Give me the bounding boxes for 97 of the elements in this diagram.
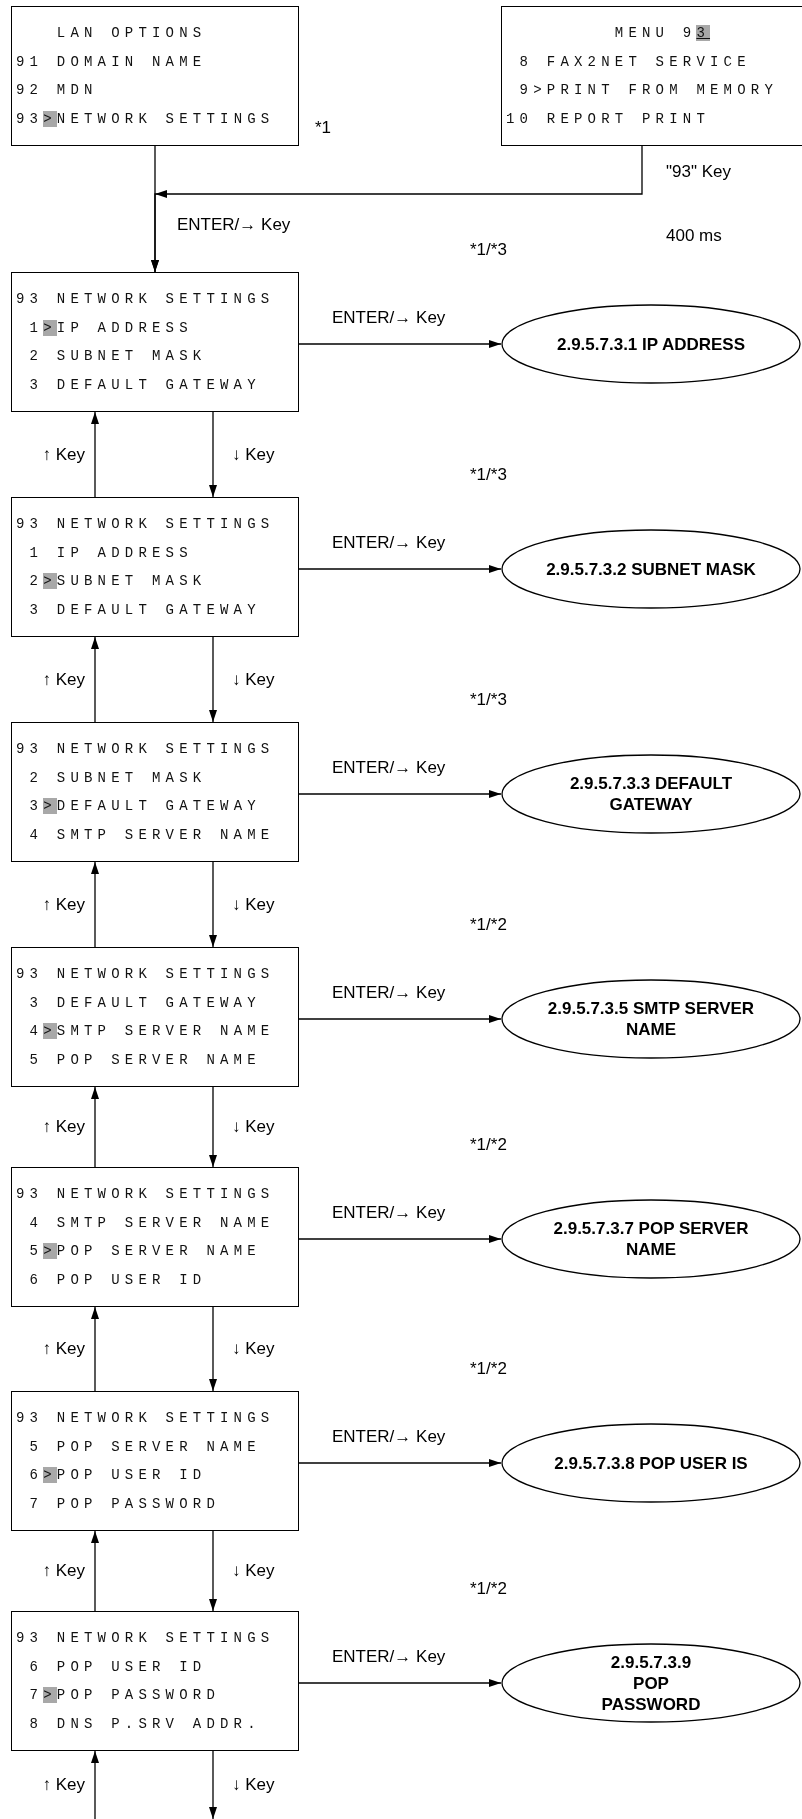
lcd-screen-box: [11, 497, 299, 637]
arrow: [209, 1306, 217, 1392]
menu-line: LAN OPTIONS: [56, 24, 207, 43]
edge-label: ENTER/→ Key: [332, 983, 446, 1003]
arrow: [298, 340, 502, 348]
arrow: [298, 1459, 502, 1467]
menu-line: 93 NETWORK SETTINGS: [16, 1185, 275, 1204]
section-ellipse: [501, 304, 801, 384]
menu-line: 5 POP SERVER NAME: [29, 1050, 261, 1070]
section-title: 2.9.5.7.3.2 SUBNET MASK: [545, 558, 757, 580]
edge-label: ENTER/→ Key: [332, 1427, 446, 1447]
arrow: [209, 1086, 217, 1168]
arrow: [91, 1306, 99, 1392]
section-title: 2.9.5.7.3.5 SMTP SERVER NAME: [546, 998, 756, 1040]
menu-line: 10 REPORT PRINT: [506, 109, 711, 129]
menu-line: 6>POP USER ID: [29, 1466, 207, 1485]
menu-line: 2>SUBNET MASK: [29, 572, 207, 591]
menu-line: 5 POP SERVER NAME: [29, 1437, 261, 1457]
menu-line: 93 NETWORK SETTINGS: [16, 515, 275, 534]
arrow: [151, 145, 643, 273]
menu-line: 8 FAX2NET SERVICE: [519, 52, 751, 72]
lcd-screen-box: [11, 272, 299, 412]
arrow: [209, 636, 217, 723]
arrow: [209, 1750, 217, 1819]
edge-label: ENTER/→ Key: [332, 308, 446, 328]
arrow: [298, 1235, 502, 1243]
menu-line: 2 SUBNET MASK: [29, 768, 207, 788]
arrow: [209, 1530, 217, 1612]
menu-line: 93 NETWORK SETTINGS: [16, 1629, 275, 1648]
edge-label: "93" Key: [666, 162, 731, 182]
edge-label: ↑ Key: [42, 1561, 85, 1581]
arrow: [91, 861, 99, 948]
section-title: 2.9.5.7.3.9 POP PASSWORD: [600, 1651, 702, 1715]
menu-line: 9>PRINT FROM MEMORY: [519, 81, 779, 100]
menu-line: 3 DEFAULT GATEWAY: [29, 600, 261, 620]
menu-line: 93 NETWORK SETTINGS: [16, 965, 275, 984]
edge-label: ↑ Key: [42, 1339, 85, 1359]
edge-label: ↓ Key: [232, 1775, 275, 1795]
edge-label: ↓ Key: [232, 1117, 275, 1137]
arrow: [298, 1015, 502, 1023]
lcd-screen-box: [11, 1391, 299, 1531]
edge-label: ENTER/→ Key: [332, 758, 446, 778]
menu-line: 4>SMTP SERVER NAME: [29, 1022, 275, 1041]
edge-label: ENTER/→ Key: [332, 533, 446, 553]
arrow: [91, 1750, 99, 1819]
section-ellipse: [501, 1199, 801, 1279]
edge-label: ↓ Key: [232, 1561, 275, 1581]
menu-line: 2 SUBNET MASK: [29, 347, 207, 366]
menu-line: 3 DEFAULT GATEWAY: [29, 993, 261, 1013]
edge-label: ENTER/→ Key: [177, 215, 291, 235]
menu-line: 91 DOMAIN NAME: [16, 52, 207, 72]
menu-line: 93 NETWORK SETTINGS: [16, 290, 275, 309]
arrow: [91, 1530, 99, 1612]
edge-label: ENTER/→ Key: [332, 1203, 446, 1223]
arrow: [91, 411, 99, 498]
arrow: [298, 1679, 502, 1687]
menu-line: 3>DEFAULT GATEWAY: [29, 797, 261, 816]
section-ellipse: [501, 529, 801, 609]
edge-label: ↑ Key: [42, 1775, 85, 1795]
arrow: [298, 790, 502, 798]
menu-line: 7>POP PASSWORD: [29, 1686, 221, 1705]
arrow: [91, 1086, 99, 1168]
menu-line: 6 POP USER ID: [29, 1657, 207, 1677]
section-title: 2.9.5.7.3.7 POP SERVER NAME: [552, 1218, 750, 1260]
section-title: 2.9.5.7.3.8 POP USER IS: [553, 1452, 749, 1474]
section-ellipse: [501, 979, 801, 1059]
lcd-screen-box: [11, 6, 299, 146]
menu-line: 3 DEFAULT GATEWAY: [29, 375, 261, 395]
lcd-screen-box: [11, 947, 299, 1087]
lcd-screen-box: [11, 722, 299, 862]
menu-line: 5>POP SERVER NAME: [29, 1242, 261, 1261]
menu-line: 1>IP ADDRESS: [29, 318, 193, 338]
menu-line: 93>NETWORK SETTINGS: [16, 109, 275, 129]
edge-label: ENTER/→ Key: [332, 1647, 446, 1667]
menu-line: 6 POP USER ID: [29, 1270, 207, 1290]
edge-label: ↓ Key: [232, 1339, 275, 1359]
menu-line: 92 MDN: [16, 81, 98, 100]
section-title: 2.9.5.7.3.3 DEFAULT GATEWAY: [568, 773, 734, 815]
menu-line: 93 NETWORK SETTINGS: [16, 740, 275, 759]
section-ellipse: [501, 1423, 801, 1503]
arrow: [209, 861, 217, 948]
menu-line: 7 POP PASSWORD: [29, 1494, 220, 1514]
menu-line: 1 IP ADDRESS: [29, 543, 193, 563]
lcd-screen-box: [11, 1167, 299, 1307]
menu-line: 4 SMTP SERVER NAME: [29, 1213, 275, 1233]
arrow: [91, 636, 99, 723]
arrow: [209, 411, 217, 498]
arrow: [298, 565, 502, 573]
menu-line: 4 SMTP SERVER NAME: [29, 825, 275, 845]
edge-label: ↑ Key: [42, 1117, 85, 1137]
section-ellipse: [501, 754, 801, 834]
lcd-screen-box: [501, 6, 802, 146]
section-ellipse: [501, 1643, 801, 1723]
menu-line: 8 DNS P.SRV ADDR.: [29, 1714, 261, 1734]
section-title: 2.9.5.7.3.1 IP ADDRESS: [555, 333, 746, 355]
lcd-screen-box: [11, 1611, 299, 1751]
menu-line: 93 NETWORK SETTINGS: [16, 1409, 275, 1428]
